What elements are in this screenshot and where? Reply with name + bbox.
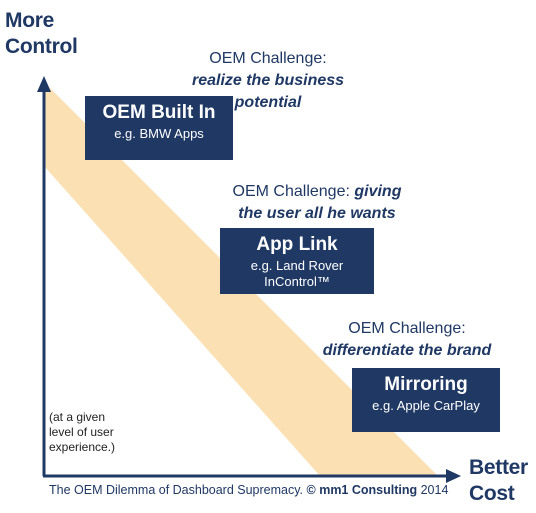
- box-title: Mirroring: [384, 374, 468, 395]
- challenge-highlight: differentiate the brand: [322, 342, 492, 359]
- challenge-app-link: OEM Challenge: giving the user all he wa…: [206, 181, 428, 225]
- caption-brand: © mm1 Consulting: [306, 483, 418, 497]
- y-axis-title-line2: Control: [5, 35, 78, 58]
- y-axis-arrow-head: [37, 76, 51, 92]
- x-axis-title: Better Cost: [469, 455, 528, 507]
- experience-note: (at a given level of user experience.): [49, 410, 115, 455]
- caption-year: 2014: [420, 483, 449, 497]
- challenge-label: OEM Challenge:: [232, 183, 350, 200]
- x-axis-arrow-head: [446, 469, 461, 483]
- challenge-built-in: OEM Challenge: realize the business pote…: [168, 48, 368, 114]
- box-title: OEM Built In: [102, 102, 216, 123]
- box-example-cont: InControl™: [264, 274, 330, 289]
- challenge-highlight-cont: the user all he wants: [238, 205, 396, 222]
- box-example: e.g. Apple CarPlay: [372, 398, 480, 413]
- x-axis-title-line2: Cost: [469, 482, 515, 505]
- box-title: App Link: [256, 234, 338, 255]
- challenge-highlight-cont: potential: [234, 94, 302, 111]
- note-line: level of user: [49, 425, 114, 439]
- note-line: experience.): [49, 440, 116, 454]
- y-axis-title: More Control: [5, 8, 78, 60]
- caption-text: The OEM Dilemma of Dashboard Supremacy.: [49, 483, 304, 497]
- challenge-highlight: realize the business: [191, 72, 345, 89]
- challenge-highlight: giving: [354, 183, 402, 200]
- challenge-label: OEM Challenge:: [348, 320, 466, 337]
- box-example: e.g. Land Rover: [250, 258, 344, 273]
- box-oem-built-in: OEM Built In e.g. BMW Apps: [85, 96, 233, 160]
- box-mirroring: Mirroring e.g. Apple CarPlay: [352, 368, 500, 432]
- figure-caption: The OEM Dilemma of Dashboard Supremacy. …: [49, 483, 448, 497]
- note-line: (at a given: [49, 410, 106, 424]
- challenge-label: OEM Challenge:: [209, 50, 327, 67]
- challenge-mirroring: OEM Challenge: differentiate the brand: [312, 318, 502, 362]
- box-example: e.g. BMW Apps: [114, 126, 204, 141]
- y-axis-title-line1: More: [5, 9, 54, 32]
- x-axis-title-line1: Better: [469, 456, 528, 479]
- box-app-link: App Link e.g. Land Rover InControl™: [220, 228, 374, 294]
